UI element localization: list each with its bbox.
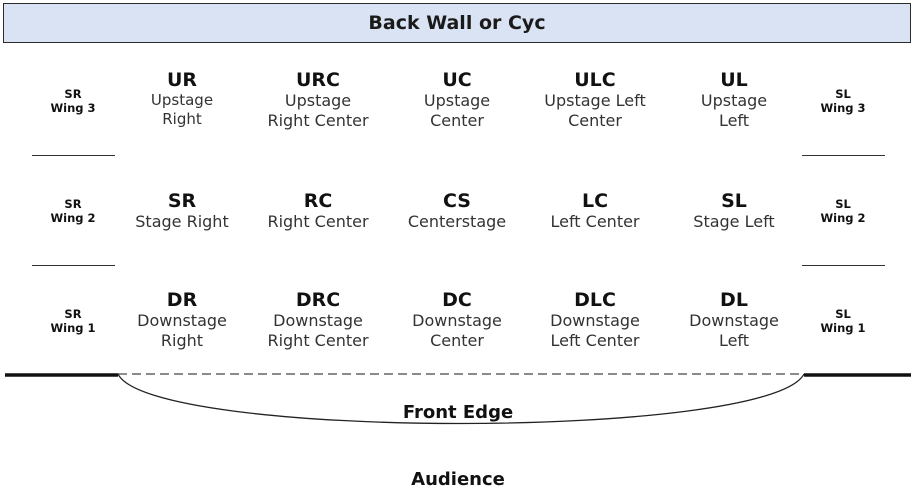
front-edge-label: Front Edge (402, 402, 514, 423)
area-name-line2: Left (718, 111, 750, 130)
area-ul: UL Upstage Left (666, 69, 802, 131)
wing-divider (802, 265, 885, 266)
area-abbr: LC (581, 190, 609, 212)
apron-curve (117, 373, 805, 425)
area-ur: UR Upstage Right (114, 69, 250, 129)
wing-label: Wing 1 (820, 321, 866, 335)
area-uc: UC Upstage Center (389, 69, 525, 131)
wing-sl-3: SL Wing 3 (800, 87, 886, 115)
area-name-line1: Stage Left (693, 212, 775, 231)
area-abbr: RC (303, 190, 333, 212)
area-name-line1: Left Center (550, 212, 640, 231)
area-name-line2: Right Center (267, 111, 369, 130)
area-urc: URC Upstage Right Center (250, 69, 386, 131)
area-abbr: ULC (574, 69, 616, 91)
area-rc: RC Right Center (250, 190, 386, 232)
area-name-line1: Downstage (550, 311, 640, 330)
area-abbr: DR (166, 289, 198, 311)
wing-label: Wing 2 (820, 211, 866, 225)
area-name-line1: Downstage (273, 311, 363, 330)
area-abbr: UR (166, 69, 198, 91)
area-lc: LC Left Center (527, 190, 663, 232)
area-name-line2: Right (160, 331, 204, 350)
area-abbr: DC (442, 289, 472, 311)
area-abbr: SR (167, 190, 197, 212)
area-name-line2: Right (162, 110, 202, 128)
area-sl: SL Stage Left (666, 190, 802, 232)
area-dl: DL Downstage Left (666, 289, 802, 351)
wing-label: Wing 3 (820, 101, 866, 115)
wing-label: Wing 1 (50, 321, 96, 335)
wing-side: SR (64, 197, 82, 211)
audience-label: Audience (411, 469, 505, 490)
wing-sl-1: SL Wing 1 (800, 307, 886, 335)
area-name-line1: Upstage (284, 91, 352, 110)
area-name-line1: Upstage (423, 91, 491, 110)
area-name-line2: Right Center (267, 331, 369, 350)
area-name-line2: Center (430, 111, 484, 130)
area-abbr: UC (442, 69, 472, 91)
back-wall: Back Wall or Cyc (3, 3, 911, 43)
wing-side: SL (835, 197, 851, 211)
wing-sl-2: SL Wing 2 (800, 197, 886, 225)
area-abbr: DL (720, 289, 748, 311)
wing-sr-1: SR Wing 1 (30, 307, 116, 335)
area-name-line2: Left (718, 331, 750, 350)
wing-divider (802, 155, 885, 156)
wing-label: Wing 2 (50, 211, 96, 225)
area-name-line1: Upstage Left (544, 91, 646, 110)
area-name-line1: Downstage (689, 311, 779, 330)
area-ulc: ULC Upstage Left Center (527, 69, 663, 131)
area-abbr: DLC (574, 289, 616, 311)
area-name-line2: Center (430, 331, 484, 350)
area-abbr: URC (295, 69, 340, 91)
area-name-line1: Downstage (412, 311, 502, 330)
wing-side: SR (64, 87, 82, 101)
area-drc: DRC Downstage Right Center (250, 289, 386, 351)
wing-divider (32, 265, 115, 266)
area-name-line1: Centerstage (407, 212, 507, 231)
wing-sr-2: SR Wing 2 (30, 197, 116, 225)
area-abbr: UL (720, 69, 748, 91)
area-abbr: SL (721, 190, 747, 212)
area-cs: CS Centerstage (389, 190, 525, 232)
area-abbr: DRC (295, 289, 341, 311)
area-dc: DC Downstage Center (389, 289, 525, 351)
area-name-line1: Stage Right (135, 212, 229, 231)
area-name-line2: Center (568, 111, 622, 130)
area-dr: DR Downstage Right (114, 289, 250, 351)
wing-sr-3: SR Wing 3 (30, 87, 116, 115)
area-name-line2: Left Center (550, 331, 640, 350)
area-name-line1: Upstage (700, 91, 768, 110)
wing-side: SL (835, 87, 851, 101)
area-name-line1: Right Center (267, 212, 369, 231)
area-sr: SR Stage Right (114, 190, 250, 232)
area-dlc: DLC Downstage Left Center (527, 289, 663, 351)
wing-label: Wing 3 (50, 101, 96, 115)
area-name-line1: Downstage (137, 311, 227, 330)
wing-side: SR (64, 307, 82, 321)
area-abbr: CS (443, 190, 471, 212)
area-name-line1: Upstage (150, 91, 214, 109)
wing-side: SL (835, 307, 851, 321)
wing-divider (32, 155, 115, 156)
